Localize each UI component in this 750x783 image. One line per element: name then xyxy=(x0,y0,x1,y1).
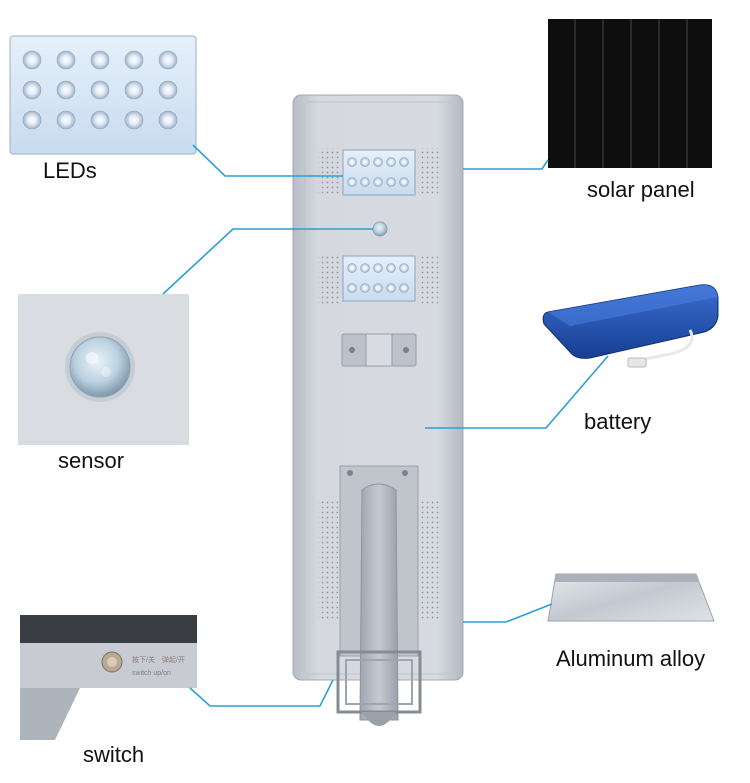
label-aluminum-alloy: Aluminum alloy xyxy=(556,646,706,671)
led-dot xyxy=(399,177,409,187)
leader-line-aluminum-alloy xyxy=(463,603,553,623)
led-dot xyxy=(347,157,357,167)
led-dot xyxy=(386,157,396,167)
led-dot xyxy=(373,157,383,167)
leader-line-solar-panel xyxy=(463,159,549,170)
label-leds: LEDs xyxy=(43,158,97,183)
lamp-body xyxy=(292,94,464,681)
led-dot xyxy=(22,50,42,70)
led-dot xyxy=(56,50,76,70)
led-dot xyxy=(22,110,42,130)
label-solar-panel: solar panel xyxy=(587,177,695,202)
leds-inset-image xyxy=(9,35,197,155)
aluminum-alloy-inset-image xyxy=(547,573,715,622)
switch-inset-image: 按下/关 弹起/开 switch up/on xyxy=(20,615,197,740)
led-dot xyxy=(56,110,76,130)
led-dot xyxy=(158,110,178,130)
led-dot xyxy=(124,110,144,130)
led-dot xyxy=(158,50,178,70)
led-dot xyxy=(347,177,357,187)
led-dot xyxy=(347,263,357,273)
led-dot xyxy=(90,50,110,70)
led-dot xyxy=(360,263,370,273)
leader-line-leds xyxy=(192,144,343,177)
solar-panel-inset-image xyxy=(548,19,712,168)
switch-text-on: 弹起/开 xyxy=(162,655,185,664)
led-dot xyxy=(22,80,42,100)
led-dot xyxy=(360,157,370,167)
led-dot xyxy=(386,177,396,187)
label-battery: battery xyxy=(584,409,652,434)
led-dot xyxy=(347,283,357,293)
led-dot xyxy=(399,263,409,273)
led-dot xyxy=(386,263,396,273)
leader-line-sensor xyxy=(162,228,373,295)
switch-text-off: 按下/关 xyxy=(132,655,155,664)
led-dot xyxy=(399,157,409,167)
led-dot xyxy=(90,110,110,130)
leader-line-switch xyxy=(189,679,334,707)
pole-arm xyxy=(336,465,422,726)
led-dot xyxy=(90,80,110,100)
label-switch: switch xyxy=(83,742,145,767)
lamp-led-module-bottom xyxy=(342,255,416,302)
led-dot xyxy=(360,283,370,293)
led-dot xyxy=(158,80,178,100)
led-dot xyxy=(373,177,383,187)
led-dot xyxy=(124,50,144,70)
battery-inset-image xyxy=(542,284,719,368)
lamp-sensor xyxy=(372,221,388,237)
led-dot xyxy=(360,177,370,187)
leader-line-battery xyxy=(425,355,609,429)
led-dot xyxy=(399,283,409,293)
sensor-inset-image xyxy=(18,294,189,445)
led-dot xyxy=(124,80,144,100)
switch-text-english: switch up/on xyxy=(132,670,171,677)
led-dot xyxy=(373,263,383,273)
led-dot xyxy=(386,283,396,293)
led-dot xyxy=(56,80,76,100)
led-dot xyxy=(373,283,383,293)
label-sensor: sensor xyxy=(58,448,125,473)
mounting-bracket xyxy=(341,333,417,367)
lamp-led-module-top xyxy=(342,149,416,196)
